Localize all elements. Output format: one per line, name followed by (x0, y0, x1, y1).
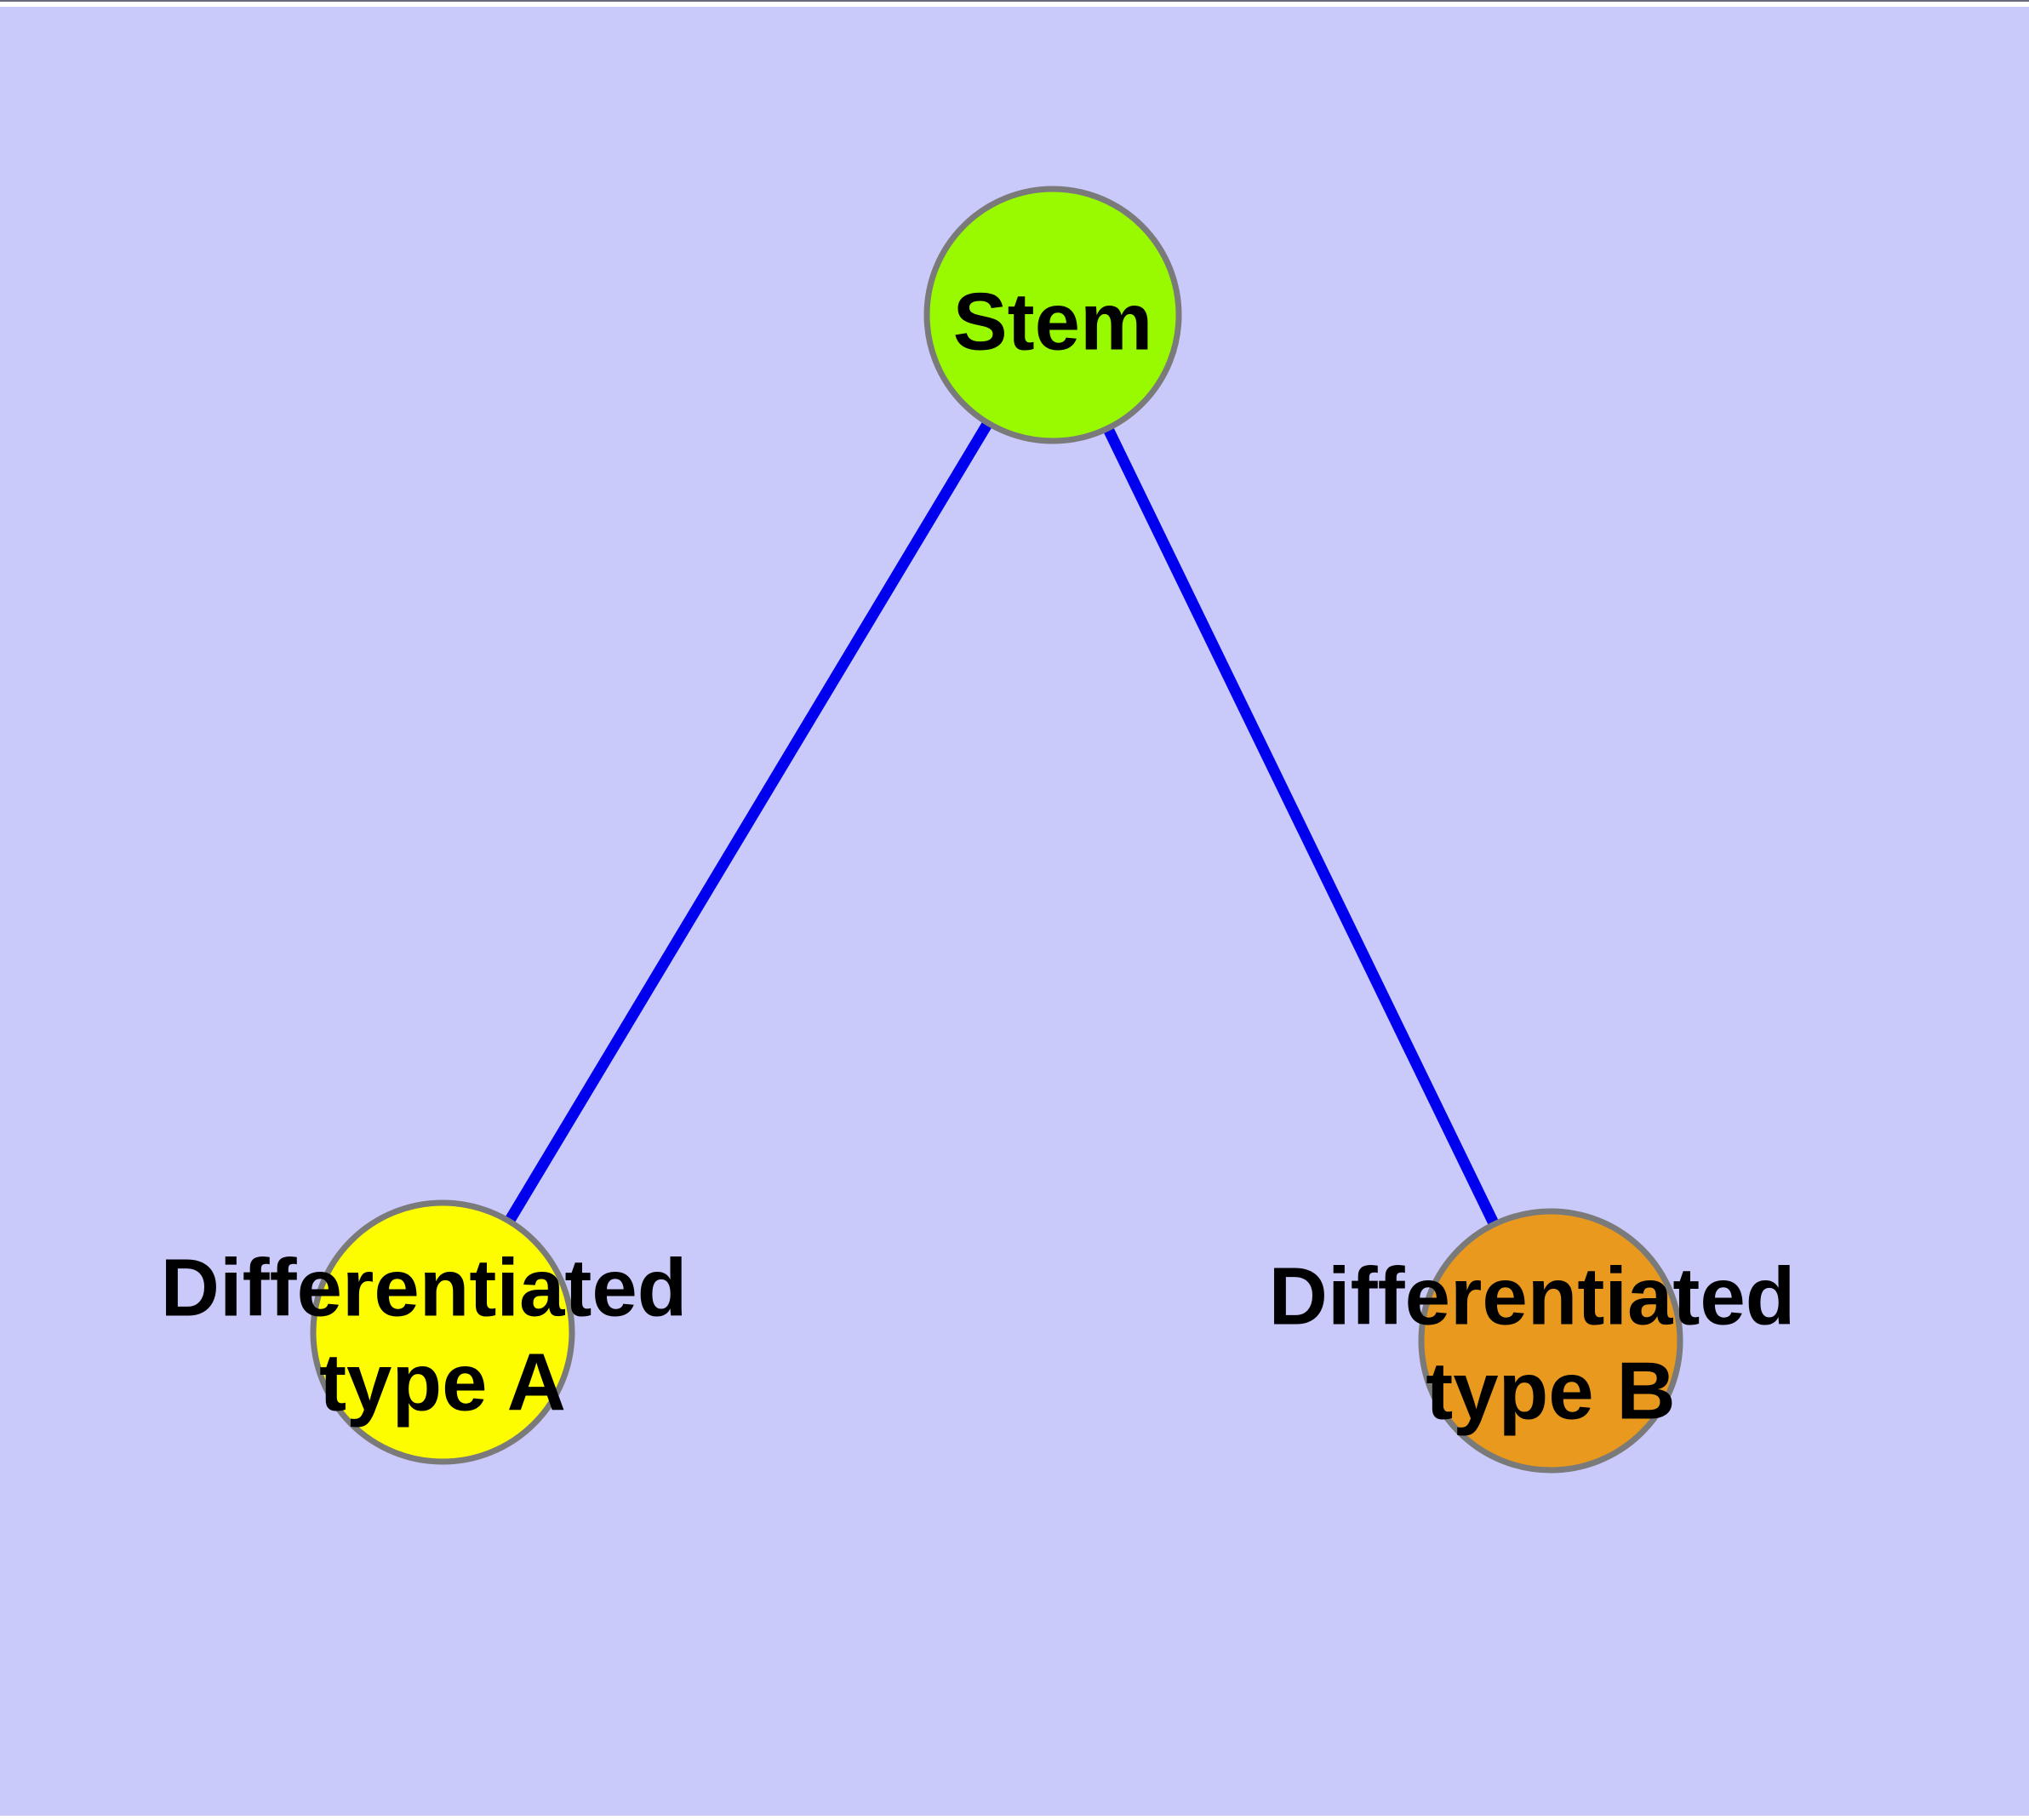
node-label-typeB-line1: Differentiated (1269, 1251, 1796, 1342)
top-border-line (0, 0, 2029, 2)
nodes-layer (310, 186, 1683, 1474)
edge-stem-typeB (1048, 312, 1556, 1343)
node-label-typeA-line2: type A (319, 1337, 566, 1428)
edge-stem-typeA (437, 312, 1058, 1336)
node-label-typeA-line1: Differentiated (161, 1243, 688, 1334)
node-typeB[interactable] (1418, 1208, 1683, 1474)
edges-layer (437, 312, 1556, 1343)
node-typeA[interactable] (310, 1199, 575, 1465)
node-label-stem-line1: Stem (953, 277, 1153, 368)
bottom-margin-strip (0, 1816, 2029, 1820)
top-margin-strip (0, 2, 2029, 7)
node-stem[interactable] (923, 186, 1182, 444)
node-label-typeB-line2: type B (1426, 1346, 1675, 1437)
